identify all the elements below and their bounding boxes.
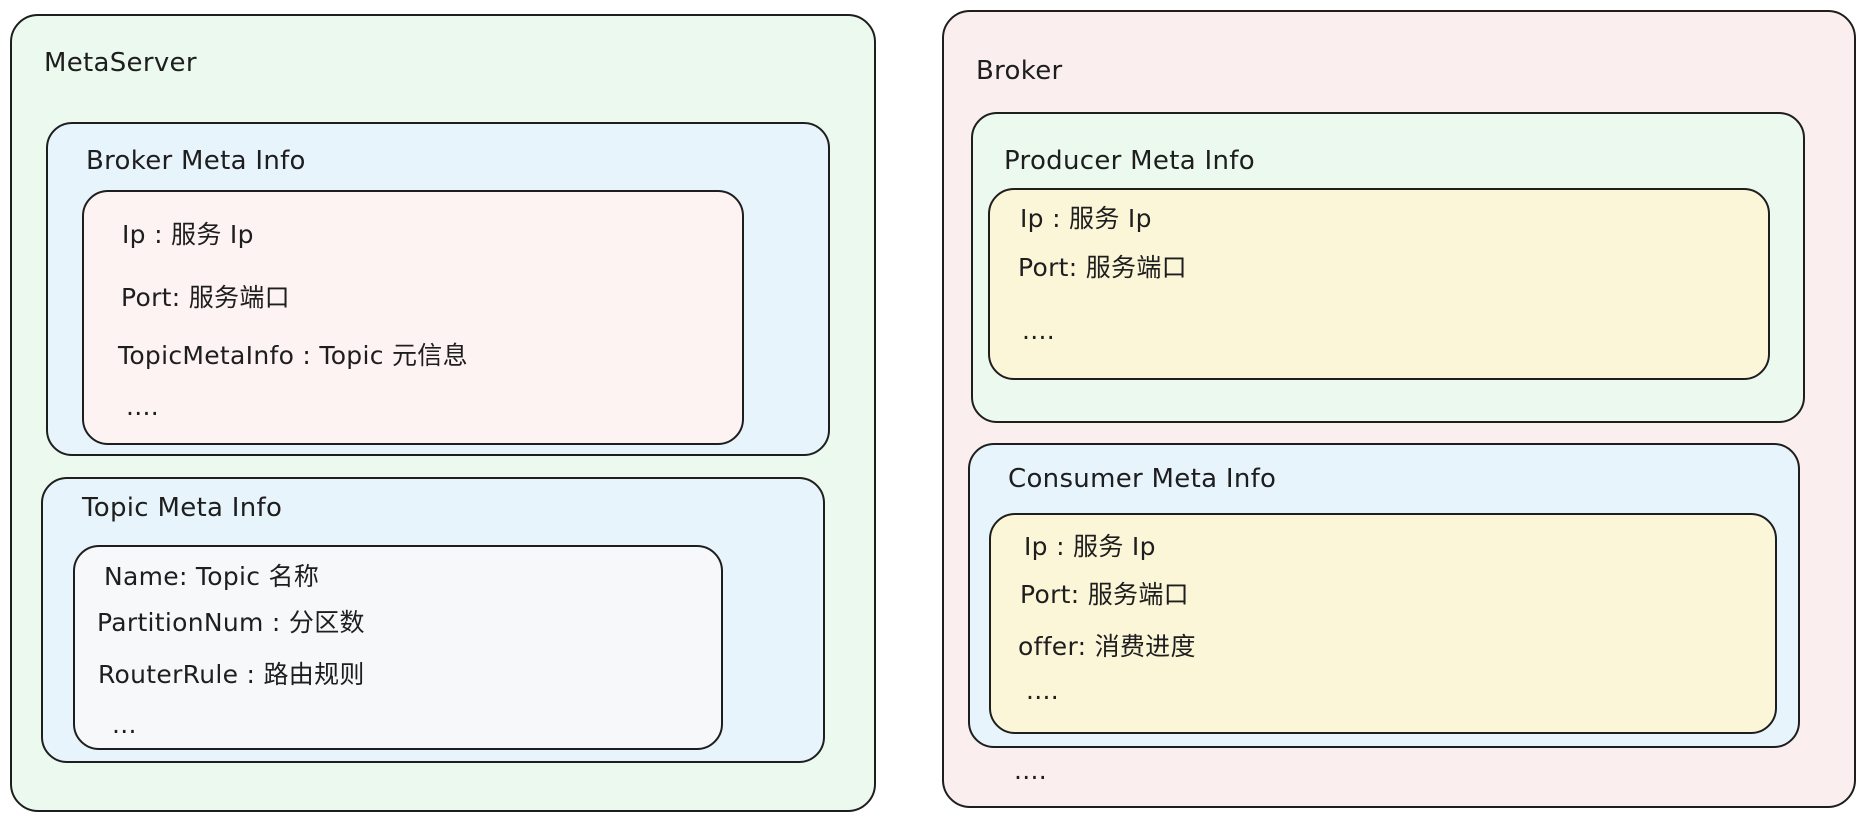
topic-meta-field-routerrule: RouterRule : 路由规则 bbox=[98, 660, 365, 689]
producer-meta-field-port: Port: 服务端口 bbox=[1018, 253, 1187, 282]
broker-meta-field-more: .... bbox=[126, 392, 159, 421]
topic-meta-field-name: Name: Topic 名称 bbox=[104, 562, 320, 591]
broker-meta-info-title: Broker Meta Info bbox=[86, 146, 306, 176]
topic-meta-field-partitionnum: PartitionNum : 分区数 bbox=[97, 608, 365, 637]
metaserver-title: MetaServer bbox=[44, 48, 197, 78]
topic-meta-info-title: Topic Meta Info bbox=[82, 493, 283, 523]
consumer-meta-field-ip: Ip : 服务 Ip bbox=[1024, 532, 1156, 561]
producer-meta-field-ip: Ip : 服务 Ip bbox=[1020, 204, 1152, 233]
broker-meta-field-topicmetainfo: TopicMetaInfo : Topic 元信息 bbox=[118, 341, 468, 370]
producer-meta-field-more: .... bbox=[1022, 316, 1055, 345]
broker-title: Broker bbox=[976, 56, 1063, 86]
consumer-meta-field-port: Port: 服务端口 bbox=[1020, 580, 1189, 609]
consumer-meta-fields-box bbox=[989, 513, 1777, 734]
producer-meta-fields-box bbox=[988, 188, 1770, 380]
consumer-meta-info-title: Consumer Meta Info bbox=[1008, 464, 1277, 494]
consumer-meta-field-more: .... bbox=[1026, 676, 1059, 705]
broker-meta-field-ip: Ip : 服务 Ip bbox=[122, 220, 254, 249]
producer-meta-info-title: Producer Meta Info bbox=[1004, 146, 1255, 176]
consumer-meta-field-offer: offer: 消费进度 bbox=[1018, 632, 1196, 661]
broker-meta-field-port: Port: 服务端口 bbox=[121, 283, 290, 312]
topic-meta-fields-box bbox=[73, 545, 723, 750]
broker-more: .... bbox=[1014, 756, 1047, 785]
topic-meta-field-more: ... bbox=[112, 710, 137, 739]
broker-meta-fields-box bbox=[82, 190, 744, 445]
